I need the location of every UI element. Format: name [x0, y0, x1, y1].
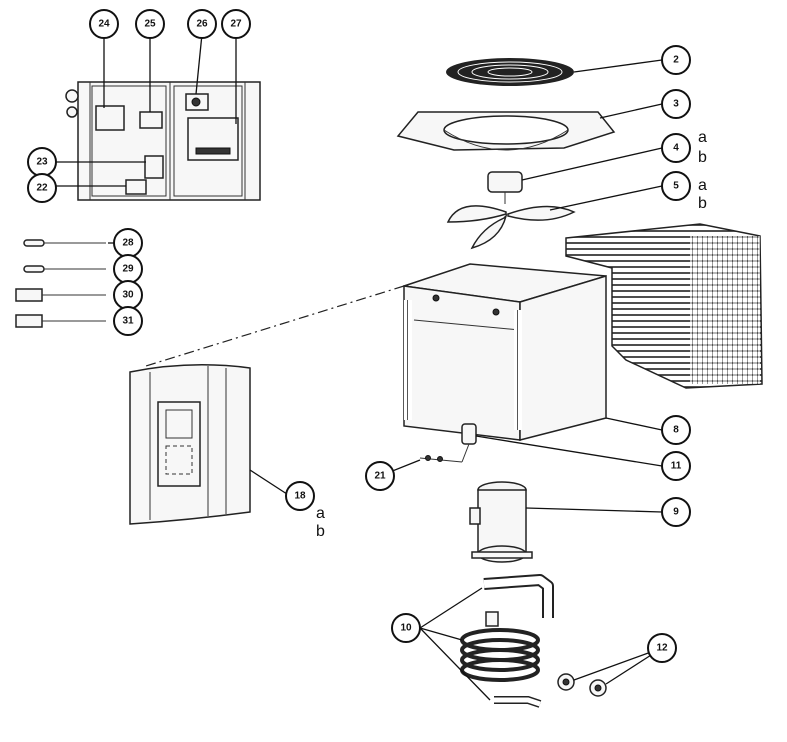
svg-text:28: 28 [122, 238, 134, 249]
callout-12: 12 [647, 633, 677, 663]
callout-29: 29 [113, 254, 143, 284]
callout-26: 26 [187, 9, 217, 39]
piping-assembly [460, 574, 554, 708]
callout-31: 31 [113, 306, 143, 336]
callout-2: 2 [661, 45, 691, 75]
callout-30: 30 [113, 280, 143, 310]
pressure-switch [461, 423, 477, 463]
callout-27: 27 [221, 9, 251, 39]
leader-lines [56, 33, 663, 701]
front-panel [129, 364, 251, 525]
cabinet-frame [403, 263, 607, 441]
callout-10: 10 [391, 613, 421, 643]
assembly-line [145, 285, 405, 367]
evaporator-coil [565, 223, 763, 389]
callout-3: 3 [661, 89, 691, 119]
svg-text:4: 4 [673, 143, 679, 154]
svg-text:23: 23 [36, 157, 48, 168]
callout-22: 22 [27, 173, 57, 203]
svg-text:21: 21 [374, 471, 386, 482]
fan-blade [446, 205, 576, 250]
variant-4b: b [698, 149, 707, 166]
callout-24: 24 [89, 9, 119, 39]
variant-4a: a [698, 129, 707, 146]
fan-motor [487, 171, 523, 204]
variant-18b: b [316, 523, 325, 540]
svg-text:24: 24 [98, 19, 110, 30]
callout-28: 28 [113, 228, 143, 258]
variant-5a: a [698, 177, 707, 194]
svg-text:11: 11 [671, 461, 682, 472]
callout-9: 9 [661, 497, 691, 527]
callout-5: 5 [661, 171, 691, 201]
svg-text:31: 31 [122, 316, 134, 327]
variant-18a: a [316, 505, 325, 522]
sensor-wire [419, 455, 463, 463]
svg-text:2: 2 [673, 55, 679, 66]
fan-guard [446, 58, 574, 86]
callout-21: 21 [365, 461, 395, 491]
callout-23: 23 [27, 147, 57, 177]
svg-text:18: 18 [294, 491, 306, 502]
svg-text:12: 12 [656, 643, 668, 654]
pipe-fittings [557, 673, 607, 697]
svg-text:10: 10 [400, 623, 412, 634]
svg-text:27: 27 [230, 19, 242, 30]
callout-4: 4 [661, 133, 691, 163]
svg-text:22: 22 [36, 183, 48, 194]
svg-text:26: 26 [196, 19, 208, 30]
callout-18: 18 [285, 481, 315, 511]
callout-25: 25 [135, 9, 165, 39]
electrical-box [65, 81, 261, 201]
svg-text:25: 25 [144, 19, 156, 30]
compressor [469, 481, 533, 563]
svg-text:5: 5 [673, 181, 679, 192]
top-panel [396, 111, 616, 151]
callout-8: 8 [661, 415, 691, 445]
sensor-probes [15, 239, 106, 328]
svg-text:8: 8 [673, 425, 679, 436]
callout-11: 11 [661, 451, 691, 481]
variant-5b: b [698, 195, 707, 212]
svg-text:3: 3 [673, 99, 679, 110]
svg-text:29: 29 [122, 264, 134, 275]
svg-text:30: 30 [122, 290, 134, 301]
svg-text:9: 9 [673, 507, 679, 518]
